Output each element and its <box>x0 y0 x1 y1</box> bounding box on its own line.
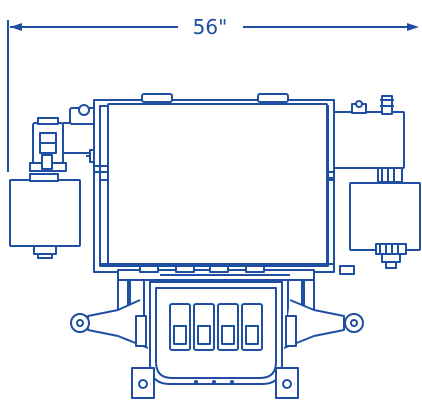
control-switches <box>169 303 263 351</box>
left-side-unit <box>9 104 105 259</box>
dimension-arrow-right <box>407 23 419 31</box>
main-lid <box>107 103 328 265</box>
right-motor-housing <box>331 111 405 169</box>
right-side-box <box>349 182 421 251</box>
dimension-arrow-left <box>10 23 22 31</box>
right-side-unit <box>331 95 421 275</box>
left-side-box <box>9 179 81 247</box>
main-body <box>93 93 335 273</box>
dimension-label: 56" <box>193 15 228 39</box>
base-assembly <box>70 265 364 399</box>
width-dimension: 56" <box>7 15 419 172</box>
